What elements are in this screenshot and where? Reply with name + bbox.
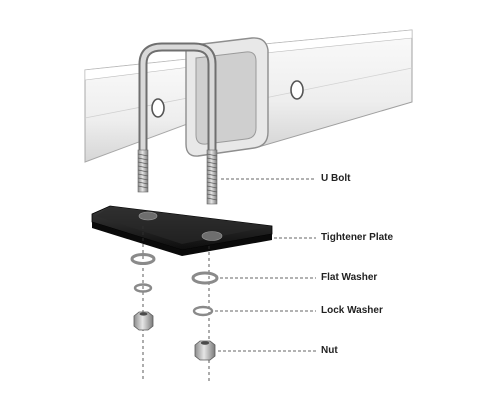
nut-right <box>194 340 216 361</box>
nut-left <box>133 311 154 331</box>
label-nut: Nut <box>321 345 338 356</box>
leader-lines <box>215 178 316 352</box>
label-lock-washer: Lock Washer <box>321 305 383 316</box>
receiver-pin-hole <box>290 80 304 100</box>
hitch-pin-hole <box>151 98 165 118</box>
plate-slot-right <box>201 231 223 241</box>
u-bolt-part <box>137 42 218 205</box>
lock-washer-left <box>133 283 153 293</box>
label-flat-washer: Flat Washer <box>321 272 378 283</box>
receiver-tube <box>185 29 413 157</box>
flat-washer-right <box>191 271 219 285</box>
label-u-bolt: U Bolt <box>321 173 351 184</box>
plate-slot-left <box>138 211 158 221</box>
right-hardware-stack <box>191 271 219 361</box>
flat-washer-left <box>130 253 156 265</box>
tightener-plate-part <box>91 205 273 256</box>
lock-washer-right <box>192 305 214 317</box>
left-hardware-stack <box>130 253 156 331</box>
label-tightener-plate: Tightener Plate <box>321 232 394 243</box>
